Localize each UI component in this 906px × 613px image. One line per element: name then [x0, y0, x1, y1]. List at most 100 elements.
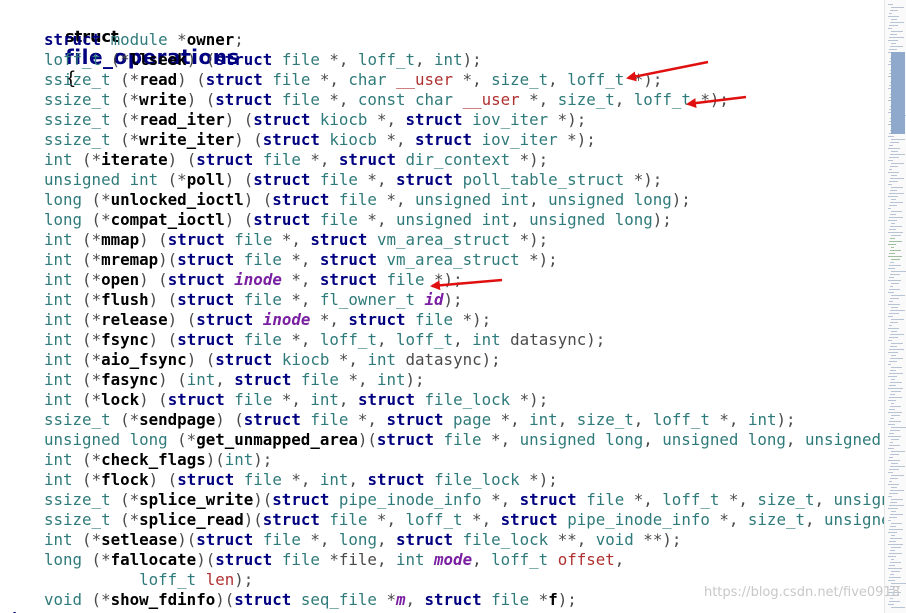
minimap-line: [891, 523, 902, 524]
open-brace: {: [65, 68, 77, 89]
minimap-line: [888, 460, 900, 461]
code-token: pipe_inode_info: [338, 490, 482, 509]
minimap-line: [889, 397, 902, 398]
code-token: struct: [177, 470, 235, 489]
minimap-line: [891, 559, 894, 560]
minimap-line: [890, 178, 904, 179]
code-token: seq_file: [300, 590, 377, 609]
minimap-line: [890, 322, 898, 323]
minimap-scrollbar[interactable]: [884, 0, 906, 613]
minimap-line: [891, 199, 896, 200]
minimap-line: [888, 16, 899, 17]
code-token: owner: [186, 30, 235, 49]
minimap-line: [889, 541, 896, 542]
minimap-line: [889, 217, 903, 218]
code-token: )(: [158, 250, 178, 269]
code-token: [225, 230, 235, 249]
code-token: [310, 210, 320, 229]
code-line: loff_t (*llseek) (struct file *, loff_t,…: [44, 50, 482, 70]
code-token: [101, 30, 111, 49]
code-token: *,: [481, 490, 520, 509]
code-token: unsigned long: [529, 210, 653, 229]
minimap-line: [888, 256, 902, 257]
code-token: );: [443, 290, 463, 309]
minimap-line: [890, 238, 895, 239]
code-token: (*: [82, 190, 111, 209]
code-line: ssize_t (*splice_read)(struct file *, lo…: [44, 510, 906, 530]
code-token: loff_t: [405, 510, 463, 529]
code-token: [425, 550, 435, 569]
code-token: );: [671, 190, 691, 209]
code-line: int (*fsync) (struct file *, loff_t, lof…: [44, 330, 605, 350]
minimap-line: [890, 226, 902, 227]
code-token: [310, 110, 320, 129]
minimap-line: [891, 463, 898, 464]
code-token: get_unmapped_area: [196, 430, 358, 449]
minimap-line: [890, 478, 898, 479]
code-token: loff_t: [357, 50, 416, 69]
minimap-line: [889, 601, 900, 602]
code-token: int: [44, 270, 73, 289]
code-token: iov_iter: [472, 110, 549, 129]
code-token: unsigned int: [414, 190, 530, 209]
code-token: int: [319, 470, 349, 489]
code-token: *);: [548, 110, 587, 129]
minimap-line: [890, 430, 900, 431]
code-token: ) (: [148, 330, 178, 349]
minimap-line: [889, 193, 904, 194]
code-token: vm_area_struct: [376, 230, 511, 249]
minimap-line: [891, 415, 900, 416]
minimap-line: [889, 145, 893, 146]
code-token: struct: [272, 490, 330, 509]
minimap-line: [890, 598, 893, 599]
code-token: (*: [110, 510, 140, 529]
code-line: ssize_t (*sendpage) (struct file *, stru…: [44, 410, 796, 430]
minimap-line: [888, 220, 897, 221]
code-token: fsync: [101, 330, 149, 349]
code-token: [301, 410, 311, 429]
minimap-line: [889, 49, 897, 50]
code-token: struct: [234, 590, 292, 609]
code-token: int: [472, 330, 501, 349]
code-token: *,: [329, 350, 368, 369]
code-line: ssize_t (*read_iter) (struct kiocb *, st…: [44, 110, 586, 130]
code-token: [225, 390, 235, 409]
code-line: ssize_t (*splice_write)(struct pipe_inod…: [44, 490, 906, 510]
code-token: ,: [453, 330, 473, 349]
code-token: struct: [262, 510, 320, 529]
code-token: iov_iter: [481, 130, 558, 149]
code-line: ssize_t (*write_iter) (struct kiocb *, s…: [44, 130, 596, 150]
minimap-line: [890, 298, 899, 299]
code-token: [225, 270, 235, 289]
minimap-line: [888, 292, 894, 293]
minimap-line: [888, 544, 903, 545]
code-token: char: [348, 70, 387, 89]
code-token: (*: [82, 210, 111, 229]
code-token: (*: [110, 490, 140, 509]
code-token: int: [44, 250, 73, 269]
code-token: struct: [215, 550, 273, 569]
minimap-line: [889, 181, 898, 182]
code-line: unsigned int (*poll) (struct file *, str…: [44, 170, 662, 190]
code-token: int: [44, 230, 73, 249]
minimap-line: [891, 43, 896, 44]
code-token: struct: [319, 250, 377, 269]
minimap-line: [891, 331, 897, 332]
minimap-thumb[interactable]: [891, 52, 905, 134]
minimap-line: [891, 259, 900, 260]
minimap-line: [891, 211, 902, 212]
minimap-line: [888, 424, 895, 425]
code-token: *);: [519, 250, 558, 269]
code-token: file_lock: [462, 530, 549, 549]
minimap-line: [890, 574, 894, 575]
code-token: int: [310, 390, 339, 409]
code-token: struct: [310, 230, 368, 249]
code-token: *,: [624, 490, 663, 509]
code-token: vm_area_struct: [386, 250, 520, 269]
code-token: struct: [177, 330, 235, 349]
minimap-line: [888, 328, 899, 329]
minimap-line: [889, 565, 895, 566]
minimap-line: [888, 148, 900, 149]
code-token: [234, 330, 244, 349]
